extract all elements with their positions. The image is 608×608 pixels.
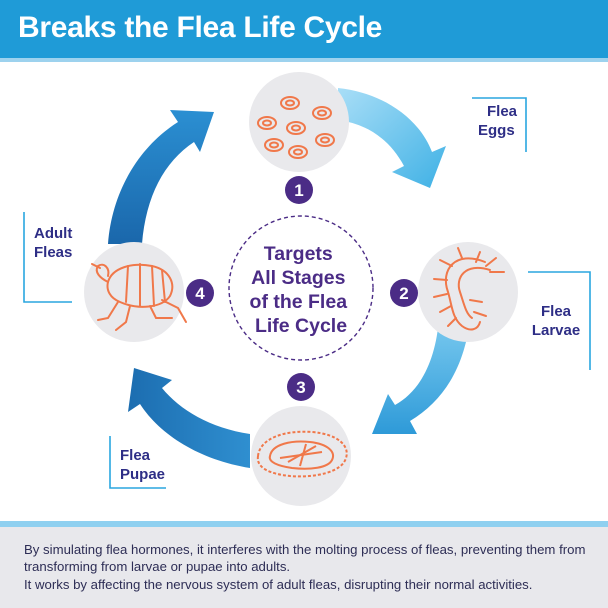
- center-dashed-circle: [228, 215, 374, 361]
- label-eggs-line-1: Flea: [487, 103, 518, 120]
- badge-4-number: 4: [195, 284, 205, 303]
- label-pupae-line-1: Flea: [120, 447, 151, 464]
- center-line-1: Targets: [264, 243, 333, 265]
- center-text: Targets All Stages of the Flea Life Cycl…: [250, 243, 353, 337]
- footer-description: By simulating flea hormones, it interfer…: [0, 527, 608, 608]
- stage-badge-1: 1: [285, 176, 313, 204]
- bracket-eggs: [472, 97, 527, 152]
- arrow-segment-eggs-to-larvae: [338, 88, 446, 188]
- stage-eggs-node: [249, 72, 349, 172]
- label-brackets: [23, 97, 591, 489]
- label-eggs-line-2: Eggs: [478, 122, 515, 139]
- center-line-4: Life Cycle: [255, 315, 347, 337]
- label-adult-line-1: Adult: [34, 225, 73, 242]
- stage-badge-4: 4: [186, 279, 214, 307]
- life-cycle-diagram: Targets All Stages of the Flea Life Cycl…: [23, 72, 591, 506]
- stage-pupae-node: [251, 406, 351, 506]
- label-flea-pupae: Flea Pupae: [120, 446, 165, 484]
- stage-badge-3: 3: [287, 373, 315, 401]
- label-larvae-line-1: Flea: [540, 303, 571, 320]
- page-title: Breaks the Flea Life Cycle: [18, 11, 383, 44]
- label-adult-line-2: Fleas: [34, 244, 73, 261]
- header-divider: [0, 58, 608, 62]
- stage-adult-node: [84, 242, 187, 342]
- stage-badge-2: 2: [390, 279, 418, 307]
- bracket-pupae: [109, 436, 166, 489]
- center-line-3: of the Flea: [250, 291, 348, 313]
- label-adult-fleas: Adult Fleas: [34, 224, 72, 262]
- label-flea-eggs: Flea Eggs: [478, 102, 517, 140]
- label-flea-larvae: Flea Larvae: [528, 302, 584, 340]
- footer-paragraph-2: It works by affecting the nervous system…: [24, 577, 533, 592]
- cycle-arrows: [108, 88, 471, 468]
- footer-paragraph-1: By simulating flea hormones, it interfer…: [24, 542, 586, 574]
- eggs-icon: [257, 96, 335, 159]
- bracket-adult: [23, 212, 72, 303]
- arrow-segment-larvae-to-pupae: [372, 312, 471, 434]
- arrow-segment-pupae-to-adult: [128, 368, 250, 468]
- arrow-segment-adult-to-eggs: [108, 110, 214, 244]
- badge-3-number: 3: [296, 378, 305, 397]
- bracket-larvae: [528, 271, 591, 370]
- pupa-icon: [256, 430, 348, 478]
- header-bar: Breaks the Flea Life Cycle: [0, 0, 608, 58]
- larva-icon: [433, 247, 505, 331]
- footer-divider: [0, 521, 608, 527]
- center-line-2: All Stages: [251, 267, 345, 289]
- badge-1-number: 1: [294, 181, 303, 200]
- stage-larvae-node: [418, 242, 518, 342]
- badge-2-number: 2: [399, 284, 408, 303]
- label-larvae-line-2: Larvae: [531, 322, 581, 339]
- adult-flea-icon: [91, 263, 187, 331]
- label-pupae-line-2: Pupae: [120, 466, 166, 483]
